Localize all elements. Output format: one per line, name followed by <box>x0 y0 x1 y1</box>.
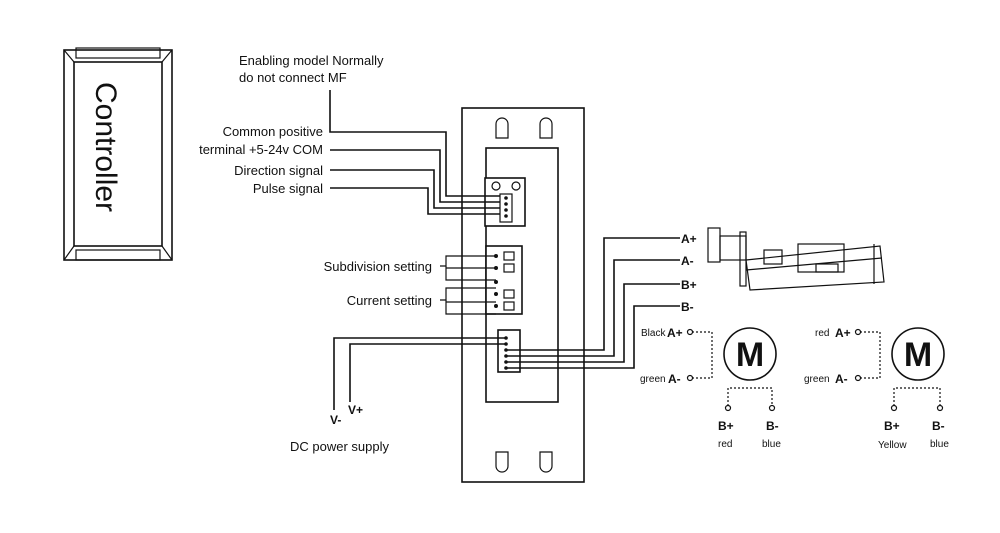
common-label-line1: Common positive <box>223 124 323 139</box>
mounting-slot-top <box>495 117 509 139</box>
setting-brackets <box>440 255 496 315</box>
terminal-b-minus: B- <box>681 300 694 314</box>
motor-2: M red A+ green A- B+ B- Yellow blue <box>804 326 949 451</box>
subdivision-label: Subdivision setting <box>324 259 432 274</box>
motor-1-m: M <box>736 336 764 374</box>
pulse-label: Pulse signal <box>253 181 323 196</box>
dc-power-label: DC power supply <box>290 439 389 454</box>
motor-1-a-plus: A+ <box>667 326 683 340</box>
motor-1-b-minus: B- <box>766 419 779 433</box>
controller-box: Controller <box>63 47 173 261</box>
controller-label: Controller <box>89 82 122 212</box>
motor-1-symbol <box>723 327 777 381</box>
motor-2-a-plus: A+ <box>835 326 851 340</box>
signal-wires <box>329 90 500 215</box>
motor-2-b-minus: B- <box>932 419 945 433</box>
motor-1-a-minus-color: green <box>640 374 666 385</box>
terminal-a-plus: A+ <box>681 232 697 246</box>
power-wires <box>333 337 506 410</box>
motor-2-b-minus-color: blue <box>930 439 949 450</box>
motor-2-a-plus-color: red <box>815 328 829 339</box>
v-minus-label: V- <box>330 413 341 427</box>
current-label: Current setting <box>347 293 432 308</box>
motor-1-b-minus-color: blue <box>762 439 781 450</box>
motor-2-symbol <box>891 327 945 381</box>
terminal-b-plus: B+ <box>681 278 697 292</box>
motor-1-b-plus-color: red <box>718 439 732 450</box>
common-label-line2: terminal +5-24v COM <box>199 142 323 157</box>
motor-1-b-plus: B+ <box>718 419 734 433</box>
mounting-slot-bottom <box>495 451 509 473</box>
motor-2-a-minus-color: green <box>804 374 830 385</box>
enable-label-line2: do not connect MF <box>239 70 347 85</box>
terminal-a-minus: A- <box>681 254 694 268</box>
enable-label-line1: Enabling model Normally <box>239 53 384 68</box>
driver-body <box>461 107 585 483</box>
motor-2-b-plus-color: Yellow <box>878 440 907 451</box>
direction-label: Direction signal <box>234 163 323 178</box>
power-motor-connector <box>497 329 521 373</box>
motor-wires <box>506 237 680 369</box>
v-plus-label: V+ <box>348 403 363 417</box>
motor-2-a-minus: A- <box>835 372 848 386</box>
motor-2-b-plus: B+ <box>884 419 900 433</box>
motor-1-a-minus: A- <box>668 372 681 386</box>
motor-2-m: M <box>904 336 932 374</box>
motor-1: M Black A+ green A- B+ B- red blue <box>640 326 781 450</box>
motor-1-a-plus-color: Black <box>641 328 666 339</box>
linear-actuator-illustration <box>707 227 885 291</box>
